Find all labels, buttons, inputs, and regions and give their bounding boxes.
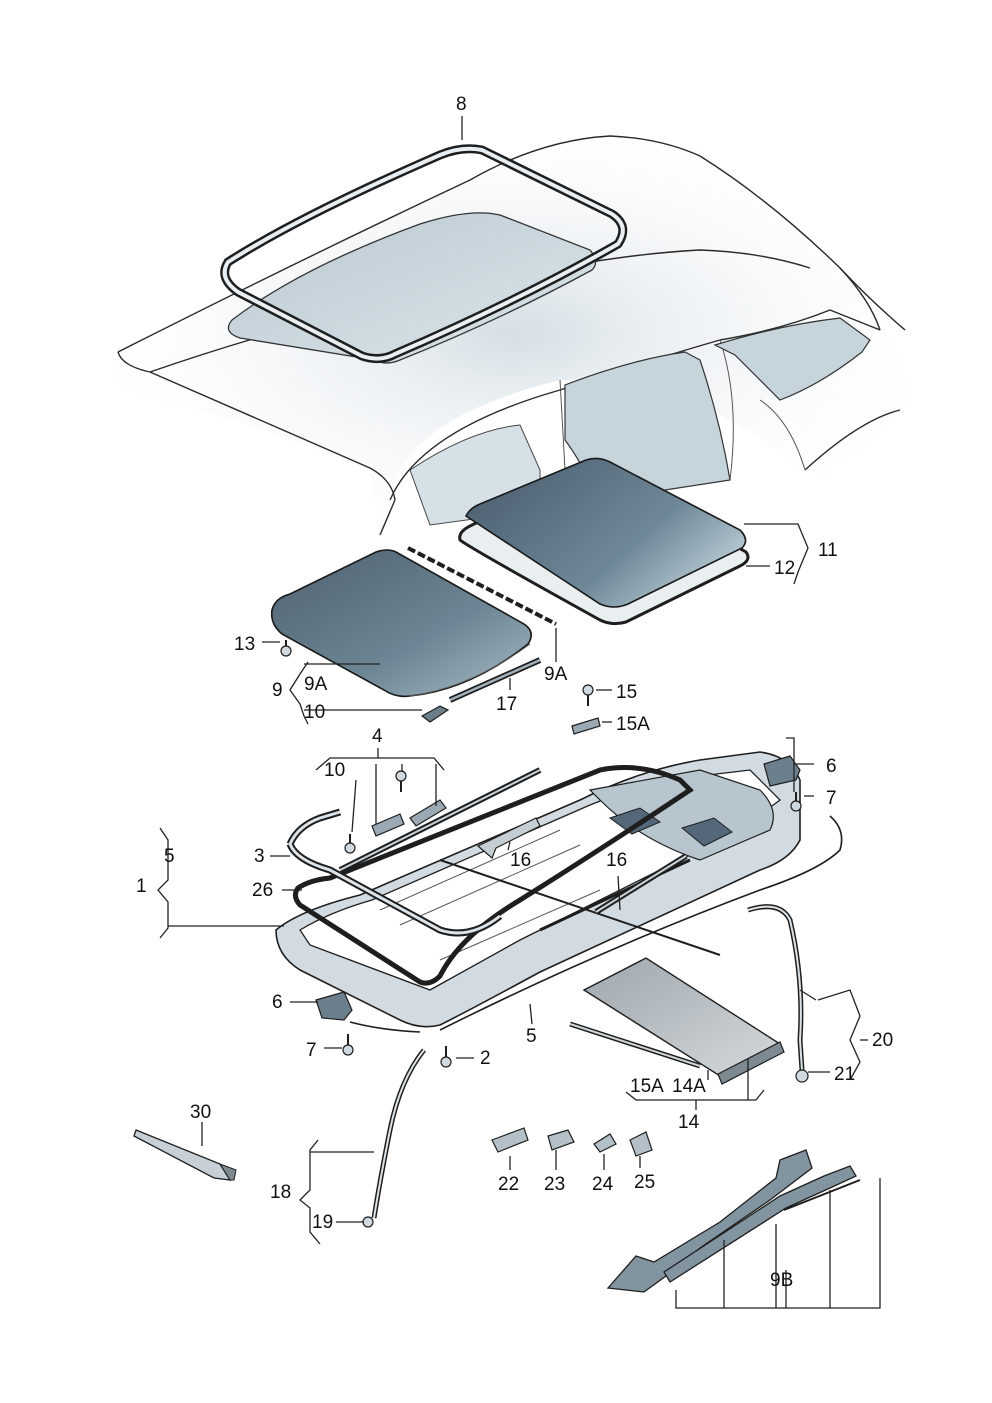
callout-18: 18	[270, 1182, 291, 1203]
sun-blind-14	[569, 957, 785, 1085]
callout-25: 25	[634, 1172, 655, 1193]
rail-bracket-16	[476, 817, 541, 860]
drain-hose-18	[371, 1048, 426, 1219]
clip-23	[547, 1129, 575, 1151]
bolt-13	[280, 640, 292, 657]
callout-16-right: 16	[606, 850, 627, 871]
motor-left-6	[315, 991, 353, 1021]
callout-23: 23	[544, 1174, 565, 1195]
roof-seal-8	[220, 144, 628, 364]
callout-24: 24	[592, 1174, 614, 1195]
callout-20: 20	[872, 1030, 893, 1051]
callout-1: 1	[136, 876, 147, 897]
callout-2: 2	[480, 1048, 491, 1069]
callout-12: 12	[774, 558, 795, 579]
car-body-outline	[117, 135, 910, 536]
callout-30: 30	[190, 1102, 211, 1123]
clip-25	[629, 1131, 653, 1157]
callout-26: 26	[252, 880, 273, 901]
bracket-15a	[571, 717, 601, 735]
rear-glass-assembly	[458, 457, 750, 626]
callout-14A: 14A	[672, 1076, 706, 1097]
callout-15A-lower: 15A	[630, 1076, 664, 1097]
callout-10-upper: 10	[304, 702, 325, 723]
hose-end-21	[795, 1069, 809, 1083]
panel-clip-10	[420, 705, 450, 723]
screw-4	[395, 770, 407, 792]
callout-9B: 9B	[770, 1270, 793, 1291]
callout-17: 17	[496, 694, 517, 715]
callout-4: 4	[372, 726, 383, 747]
frame-seal-26	[292, 765, 694, 986]
callout-5-lower: 5	[526, 1026, 537, 1047]
callout-9A-left: 9A	[304, 674, 328, 695]
front-glass-panel	[270, 549, 532, 698]
bolt-2	[440, 1046, 452, 1068]
grease-tube-30	[133, 1129, 237, 1181]
callout-16-left: 16	[510, 850, 531, 871]
bracket-4b	[409, 799, 447, 827]
callout-14: 14	[678, 1112, 700, 1133]
callout-13: 13	[234, 634, 255, 655]
callout-15: 15	[616, 682, 637, 703]
callout-22: 22	[498, 1174, 519, 1195]
clip-24	[593, 1133, 617, 1153]
clip-22	[491, 1127, 529, 1153]
panel-seal-strip	[407, 546, 557, 626]
callout-10-middle: 10	[324, 760, 345, 781]
bracket-4a	[371, 813, 405, 837]
mechanism-9b	[606, 1149, 861, 1293]
hose-end-19	[362, 1216, 374, 1228]
callout-9: 9	[272, 680, 283, 701]
cable-5	[439, 815, 843, 1031]
callout-19: 19	[312, 1212, 333, 1233]
callout-21: 21	[834, 1064, 855, 1085]
callout-5-upper: 5	[164, 846, 175, 867]
motor-right-6	[763, 755, 801, 787]
callout-6-right: 6	[826, 756, 837, 777]
callout-7-left: 7	[306, 1040, 317, 1061]
callout-3: 3	[254, 846, 265, 867]
callout-9A-right: 9A	[544, 664, 568, 685]
callout-7-right: 7	[826, 788, 837, 809]
callout-6-left: 6	[272, 992, 283, 1013]
callout-8: 8	[456, 94, 467, 115]
bolt-right-7	[790, 792, 802, 812]
screw-15	[582, 684, 594, 706]
callout-15A-upper: 15A	[616, 714, 650, 735]
callout-11: 11	[818, 540, 838, 561]
screw-10	[344, 834, 356, 854]
leader-lines	[157, 116, 881, 1309]
bolt-left-7	[342, 1034, 354, 1056]
